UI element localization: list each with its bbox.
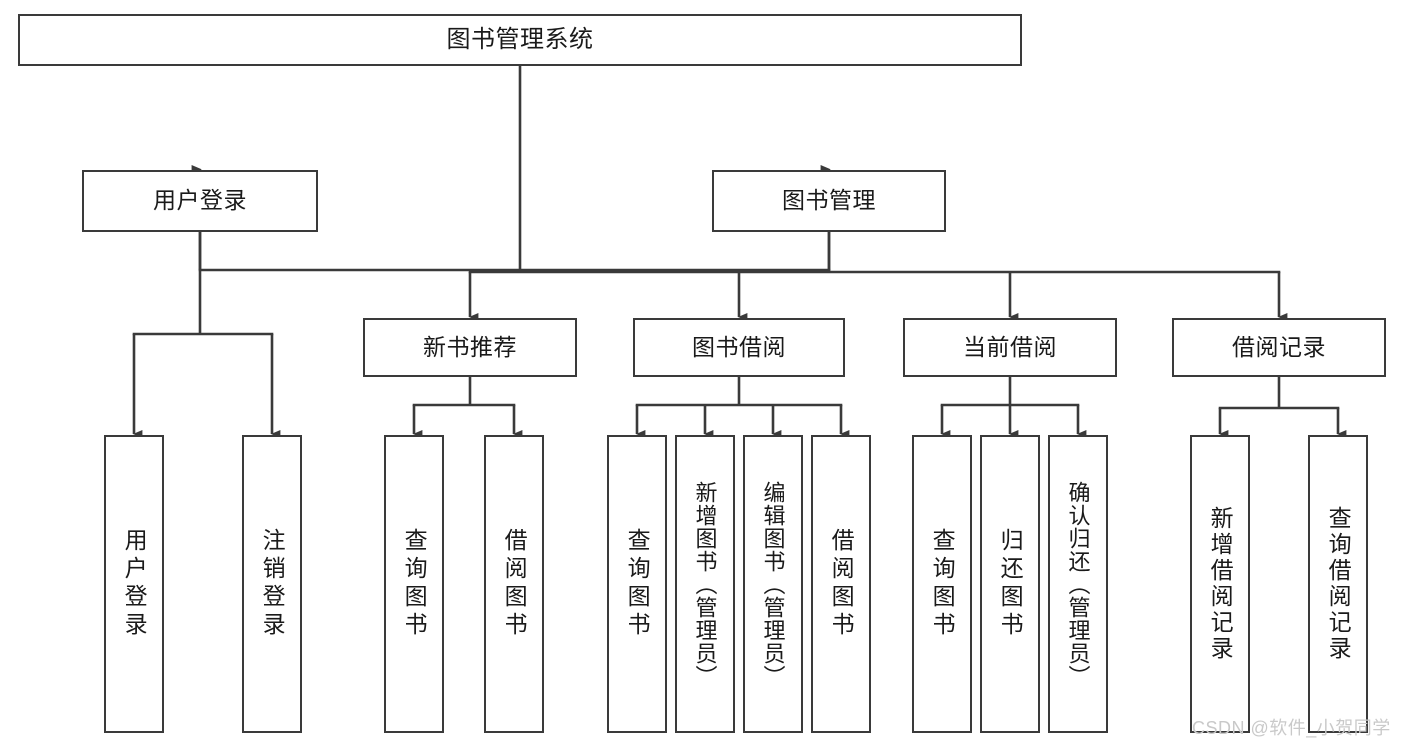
node-root[interactable]: 图书管理系统 xyxy=(18,14,1022,66)
node-label: 用户登录 xyxy=(121,528,148,640)
node-leaf-query-record[interactable]: 查询借阅记录 xyxy=(1308,435,1368,733)
node-label: 图书管理系统 xyxy=(446,25,594,53)
node-label: 新书推荐 xyxy=(423,333,517,360)
node-label: 当前借阅 xyxy=(963,333,1057,360)
node-leaf-query-book-2[interactable]: 查询图书 xyxy=(607,435,667,733)
node-leaf-return-book[interactable]: 归还图书 xyxy=(980,435,1040,733)
node-label: 查询图书 xyxy=(624,528,651,640)
node-label: 新增借阅记录 xyxy=(1207,506,1234,662)
node-label: 借阅图书 xyxy=(501,528,528,640)
node-label: 借阅记录 xyxy=(1232,333,1326,360)
node-leaf-query-book-1[interactable]: 查询图书 xyxy=(384,435,444,733)
node-leaf-borrow-book-2[interactable]: 借阅图书 xyxy=(811,435,871,733)
node-label: 查询借阅记录 xyxy=(1325,506,1352,662)
node-label: 图书管理 xyxy=(782,187,876,214)
node-leaf-add-book[interactable]: 新增图书（管理员） xyxy=(675,435,735,733)
node-leaf-logout[interactable]: 注销登录 xyxy=(242,435,302,733)
node-label: 注销登录 xyxy=(259,528,286,640)
node-book-manage[interactable]: 图书管理 xyxy=(712,170,946,232)
node-label: 借阅图书 xyxy=(828,528,855,640)
node-leaf-confirm-return[interactable]: 确认归还（管理员） xyxy=(1048,435,1108,733)
node-leaf-user-login[interactable]: 用户登录 xyxy=(104,435,164,733)
node-new-book-rec[interactable]: 新书推荐 xyxy=(363,318,577,377)
node-label: 查询图书 xyxy=(401,528,428,640)
node-label: 确认归还（管理员） xyxy=(1065,480,1091,688)
node-book-borrow[interactable]: 图书借阅 xyxy=(633,318,845,377)
node-label: 用户登录 xyxy=(153,187,247,214)
node-leaf-query-book-3[interactable]: 查询图书 xyxy=(912,435,972,733)
node-label: 归还图书 xyxy=(997,528,1024,640)
node-label: 新增图书（管理员） xyxy=(692,480,718,688)
node-leaf-add-record[interactable]: 新增借阅记录 xyxy=(1190,435,1250,733)
node-label: 图书借阅 xyxy=(692,333,786,360)
node-leaf-edit-book[interactable]: 编辑图书（管理员） xyxy=(743,435,803,733)
node-leaf-borrow-book-1[interactable]: 借阅图书 xyxy=(484,435,544,733)
edge-layer xyxy=(132,66,1347,439)
node-label: 查询图书 xyxy=(929,528,956,640)
node-borrow-record[interactable]: 借阅记录 xyxy=(1172,318,1386,377)
node-user-login[interactable]: 用户登录 xyxy=(82,170,318,232)
node-label: 编辑图书（管理员） xyxy=(760,480,786,688)
node-current-borrow[interactable]: 当前借阅 xyxy=(903,318,1117,377)
